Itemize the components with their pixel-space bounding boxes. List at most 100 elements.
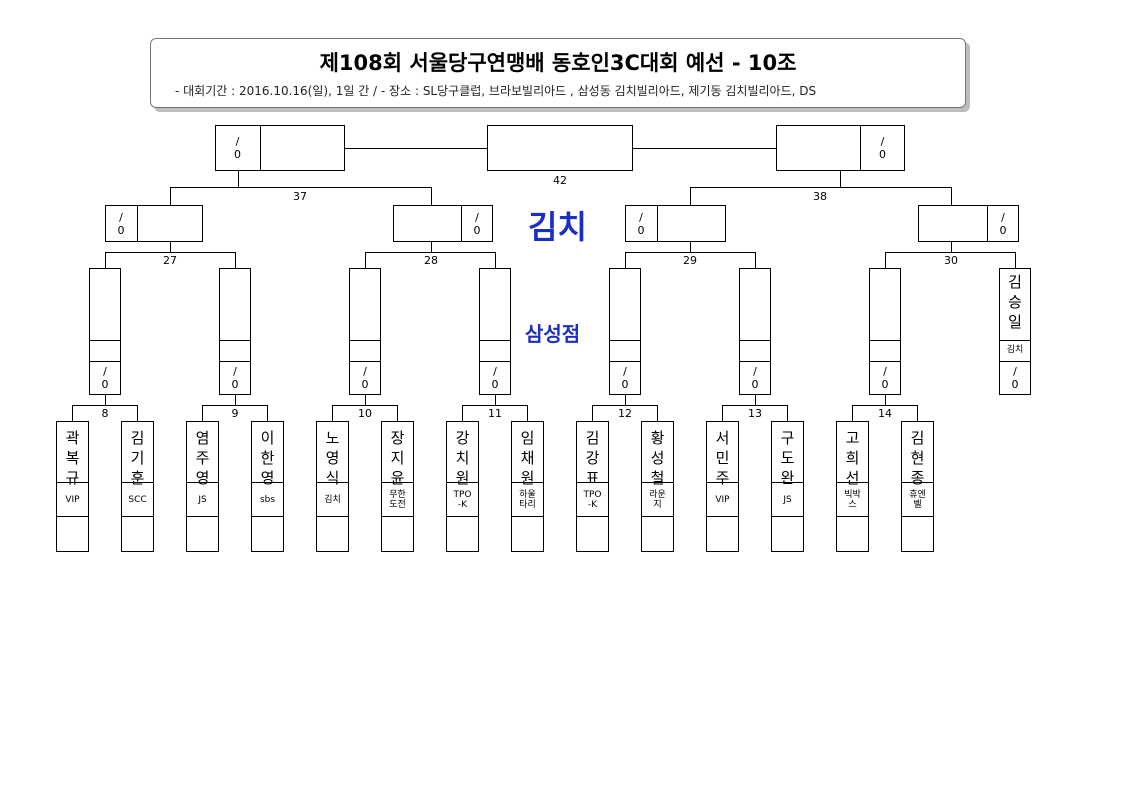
bracket-line — [951, 187, 952, 205]
match-number-27: 27 — [163, 254, 177, 267]
player-club: TPO -K — [577, 482, 608, 517]
box-divider — [219, 361, 251, 362]
bracket-line — [840, 171, 841, 187]
box-divider — [479, 361, 511, 362]
score-cell: / 0 — [101, 365, 109, 391]
player-name: 임 채 원 — [520, 429, 535, 487]
bracket-line — [431, 242, 432, 252]
bracket-line — [690, 187, 691, 205]
player-name: 김 현 종 — [910, 429, 925, 487]
box-divider — [999, 361, 1031, 362]
bracket-line — [722, 405, 787, 406]
player-name: 노 영 식 — [325, 429, 340, 487]
bye-player-box — [999, 268, 1031, 395]
score-cell: / 0 — [999, 210, 1007, 237]
bracket-line — [462, 405, 463, 421]
player-name: 이 한 영 — [260, 429, 275, 487]
bracket-line — [431, 187, 432, 205]
bracket-line — [527, 405, 528, 421]
bracket-line — [951, 242, 952, 252]
player-club: VIP — [707, 482, 738, 517]
round2-box-5 — [609, 268, 641, 395]
box-divider — [987, 205, 988, 242]
score-cell: / 0 — [117, 210, 125, 237]
bracket-line — [397, 405, 398, 421]
bracket-line — [202, 405, 267, 406]
bracket-line — [625, 252, 626, 268]
match-number-30: 30 — [944, 254, 958, 267]
bracket-line — [72, 405, 137, 406]
match-number-29: 29 — [683, 254, 697, 267]
bracket-line — [885, 395, 886, 405]
player-name: 강 치 원 — [455, 429, 470, 487]
box-divider — [260, 125, 261, 171]
player-club: 빅박 스 — [837, 482, 868, 517]
page-title: 제108회 서울당구연맹배 동호인3C대회 예선 - 10조 — [319, 51, 797, 75]
match-number-42: 42 — [553, 174, 567, 187]
score-cell: / 0 — [473, 210, 481, 237]
player-club: JS — [187, 482, 218, 517]
bracket-line — [170, 187, 431, 188]
player-club: TPO -K — [447, 482, 478, 517]
score-cell: / 0 — [234, 135, 241, 161]
bracket-line — [105, 252, 106, 268]
box-divider — [739, 361, 771, 362]
bracket-line — [633, 148, 776, 149]
bracket-line — [495, 395, 496, 405]
bracket-line — [625, 395, 626, 405]
event-details: - 대회기간 : 2016.10.16(일), 1일 간 / - 장소 : SL… — [175, 84, 817, 98]
bracket-line — [885, 252, 886, 268]
box-divider — [609, 361, 641, 362]
bracket-line — [722, 405, 723, 421]
match-number-12: 12 — [618, 407, 632, 420]
bracket-line — [235, 252, 236, 268]
bracket-line — [592, 405, 593, 421]
player-club: 라운 지 — [642, 482, 673, 517]
player-name: 곽 복 규 — [65, 429, 80, 487]
bracket-line — [238, 171, 239, 187]
bracket-line — [1015, 252, 1016, 268]
venue-label-lower: 삼성점 — [525, 322, 581, 346]
score-cell: / 0 — [361, 365, 369, 391]
box-divider — [349, 340, 381, 341]
player-name: 김 강 표 — [585, 429, 600, 487]
player-name: 황 성 철 — [650, 429, 665, 487]
bracket-line — [755, 395, 756, 405]
bracket-line — [365, 252, 366, 268]
player-name: 김 기 훈 — [130, 429, 145, 487]
player-name: 구 도 완 — [780, 429, 795, 487]
bye-player-name: 김 승 일 — [1008, 273, 1022, 331]
score-cell: / 0 — [621, 365, 629, 391]
bracket-line — [267, 405, 268, 421]
bracket-line — [690, 187, 951, 188]
score-cell: / 0 — [881, 365, 889, 391]
player-club: sbs — [252, 482, 283, 517]
bracket-line — [657, 405, 658, 421]
bracket-line — [72, 405, 73, 421]
box-divider — [739, 340, 771, 341]
quarter-box-1 — [105, 205, 203, 242]
bracket-line — [365, 395, 366, 405]
player-club: VIP — [57, 482, 88, 517]
box-divider — [657, 205, 658, 242]
venue-label-upper: 김치 — [528, 208, 587, 246]
match-number-13: 13 — [748, 407, 762, 420]
box-divider — [137, 205, 138, 242]
round2-box-3 — [349, 268, 381, 395]
player-club: 무한 도전 — [382, 482, 413, 517]
match-number-8: 8 — [101, 407, 109, 420]
box-divider — [869, 340, 901, 341]
score-cell: / 0 — [1011, 365, 1019, 391]
bracket-line — [852, 405, 853, 421]
player-club: 휴엔 벨 — [902, 482, 933, 517]
